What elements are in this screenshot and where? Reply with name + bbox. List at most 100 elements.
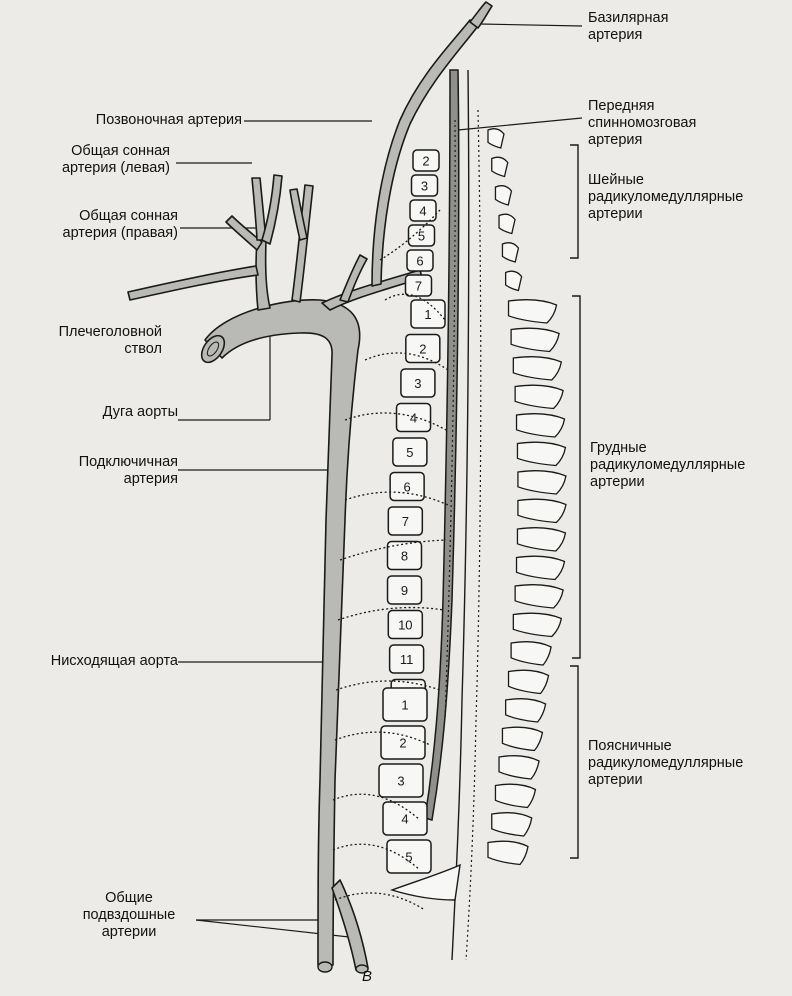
- cervical-vertebra-number: 4: [419, 204, 426, 219]
- bracket-lumbar: [570, 666, 578, 858]
- spinous-process: [509, 670, 549, 693]
- spinous-process: [515, 385, 563, 408]
- lumbar-vertebra-number: 2: [399, 736, 406, 751]
- label-line: Нисходящая аорта: [51, 653, 178, 670]
- label-cervical-radicular: Шейные радикуломедуллярные артерии: [588, 172, 743, 223]
- cervical-vertebra-number: 2: [422, 154, 429, 169]
- spinous-process: [499, 214, 515, 233]
- label-line: радикуломедуллярные: [588, 755, 743, 772]
- label-basilar-artery: Базилярная артерия: [588, 10, 668, 44]
- spinous-process: [488, 129, 504, 148]
- label-line: Базилярная: [588, 10, 668, 27]
- thoracic-vertebra-number: 3: [414, 376, 421, 391]
- aorta-vessels: [128, 2, 492, 973]
- label-subclavian-artery: Подключичная артерия: [79, 454, 178, 488]
- thoracic-vertebra-number: 2: [419, 342, 426, 357]
- label-aortic-arch: Дуга аорты: [103, 404, 178, 421]
- spinous-process: [506, 699, 546, 722]
- label-line: Грудные: [590, 440, 745, 457]
- thoracic-vertebra-number: 1: [424, 307, 431, 322]
- label-line: Поясничные: [588, 738, 743, 755]
- spinous-process: [517, 442, 565, 465]
- label-lumbar-radicular: Поясничные радикуломедуллярные артерии: [588, 738, 743, 789]
- spinous-process: [511, 642, 551, 665]
- spinous-process: [499, 756, 539, 779]
- label-line: Шейные: [588, 172, 743, 189]
- label-line: Плечеголовной: [59, 324, 162, 341]
- iliac-cut-end: [318, 962, 332, 972]
- spinous-process: [517, 414, 565, 437]
- cervical-vertebra-number: 3: [421, 179, 428, 194]
- label-line: спинномозговая: [588, 115, 696, 132]
- label-line: артерия: [588, 132, 696, 149]
- label-descending-aorta: Нисходящая аорта: [51, 653, 178, 670]
- label-line: артерии: [62, 924, 196, 941]
- label-line: артерия: [588, 27, 668, 44]
- label-line: артерии: [588, 206, 743, 223]
- carotid-branch: [262, 175, 282, 244]
- leader-anterior-spinal: [458, 118, 582, 130]
- label-common-iliac-arteries: Общие подвздошные артерии: [62, 890, 196, 941]
- label-line: Передняя: [588, 98, 696, 115]
- label-anterior-spinal-artery: Передняя спинномозговая артерия: [588, 98, 696, 149]
- label-line: артерия: [79, 471, 178, 488]
- aorta-and-descending-aorta: [205, 300, 360, 965]
- label-line: артерия (левая): [62, 160, 170, 177]
- spinous-process: [515, 585, 563, 608]
- label-carotid-right: Общая сонная артерия (правая): [63, 208, 179, 242]
- label-vertebral-artery: Позвоночная артерия: [96, 112, 242, 129]
- spinous-process: [502, 243, 518, 262]
- thoracic-vertebra-number: 10: [398, 618, 412, 633]
- spinous-process: [488, 841, 528, 864]
- right-subclavian-artery: [128, 266, 258, 300]
- label-line: Общие: [62, 890, 196, 907]
- lumbar-vertebra-number: 4: [401, 812, 408, 827]
- label-line: артерии: [588, 772, 743, 789]
- spinous-process: [509, 300, 557, 323]
- cervical-vertebra-number: 5: [418, 229, 425, 244]
- spinous-process: [518, 471, 566, 494]
- label-line: Подключичная: [79, 454, 178, 471]
- spinous-process: [492, 157, 508, 176]
- spinous-process: [517, 528, 565, 551]
- lumbar-vertebra-number: 3: [397, 774, 404, 789]
- spinous-process: [513, 357, 561, 380]
- label-line: Общая сонная: [63, 208, 179, 225]
- thoracic-vertebra-number: 7: [402, 514, 409, 529]
- spinous-process: [495, 784, 535, 807]
- bracket-thoracic: [572, 296, 580, 658]
- spinous-process: [502, 727, 542, 750]
- thoracic-vertebra-number: 5: [406, 445, 413, 460]
- label-line: Позвоночная артерия: [96, 112, 242, 129]
- figure-letter: В: [362, 968, 372, 985]
- cervical-vertebra-number: 7: [415, 279, 422, 294]
- leader-basilar: [480, 24, 582, 26]
- label-carotid-left: Общая сонная артерия (левая): [62, 143, 170, 177]
- spinous-process: [518, 499, 566, 522]
- bracket-cervical: [570, 145, 578, 258]
- spinous-process: [517, 556, 565, 579]
- label-thoracic-radicular: Грудные радикуломедуллярные артерии: [590, 440, 745, 491]
- cervical-vertebra-number: 6: [416, 254, 423, 269]
- spinous-process: [492, 813, 532, 836]
- label-line: подвздошные: [62, 907, 196, 924]
- thoracic-vertebra-number: 9: [401, 583, 408, 598]
- region-brackets: [570, 145, 580, 858]
- vertebral-processes: [488, 129, 566, 865]
- thoracic-vertebra-number: 8: [401, 549, 408, 564]
- lumbar-vertebra-number: 1: [401, 698, 408, 713]
- label-brachiocephalic-trunk: Плечеголовной ствол: [59, 324, 162, 358]
- label-line: Общая сонная: [62, 143, 170, 160]
- spinous-process: [495, 186, 511, 205]
- spinous-process: [513, 613, 561, 636]
- thoracic-vertebra-number: 11: [400, 652, 414, 667]
- spinous-process: [511, 328, 559, 351]
- spinous-process: [506, 271, 522, 290]
- lumbar-vertebra-number: 5: [405, 850, 412, 865]
- label-line: артерии: [590, 474, 745, 491]
- label-line: ствол: [59, 341, 162, 358]
- label-line: Дуга аорты: [103, 404, 178, 421]
- label-line: артерия (правая): [63, 225, 179, 242]
- label-line: радикуломедуллярные: [588, 189, 743, 206]
